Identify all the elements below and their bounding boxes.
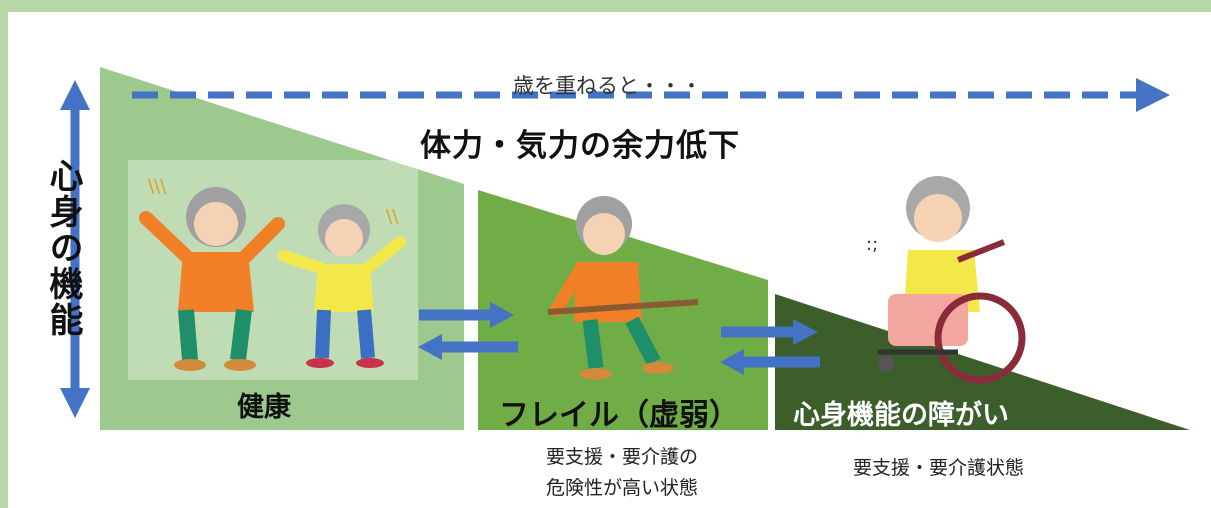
- elderly-couple-cheering-icon: \\\ \\: [128, 160, 418, 380]
- disabled-caption: 要支援・要介護状態: [853, 457, 1025, 479]
- diagram-panel: \\\ \\ :; 歳を重ねると・・・ 体力・気力の余力低下: [8, 12, 1211, 508]
- elderly-man-with-cane-icon: [547, 196, 699, 380]
- decline-label: 体力・気力の余力低下: [420, 128, 740, 164]
- svg-text:\\\: \\\: [148, 176, 167, 197]
- diagram-canvas: \\\ \\ :;: [60, 67, 1190, 430]
- elderly-person-in-wheelchair-icon: :;: [866, 176, 1026, 384]
- frail-caption-line-1: 要支援・要介護の: [546, 446, 699, 468]
- frail-caption-line-2: 危険性が高い状態: [546, 477, 699, 499]
- disabled-stage-block: [775, 294, 1190, 430]
- svg-text::;: :;: [866, 234, 878, 255]
- stage-label-healthy: 健康: [237, 392, 291, 423]
- frail-disabled-transition-arrows: [720, 319, 820, 375]
- function-axis-label: 心身の機能: [43, 158, 83, 338]
- healthy-frail-transition-arrows: [418, 302, 518, 360]
- aging-label: 歳を重ねると・・・: [513, 74, 702, 98]
- stage-label-frail: フレイル（虚弱）: [499, 398, 739, 433]
- stage-label-disabled: 心身機能の障がい: [793, 400, 1009, 431]
- aging-arrow-head: [1136, 78, 1170, 112]
- function-axis-arrow: [60, 80, 90, 418]
- svg-text:\\: \\: [386, 206, 399, 227]
